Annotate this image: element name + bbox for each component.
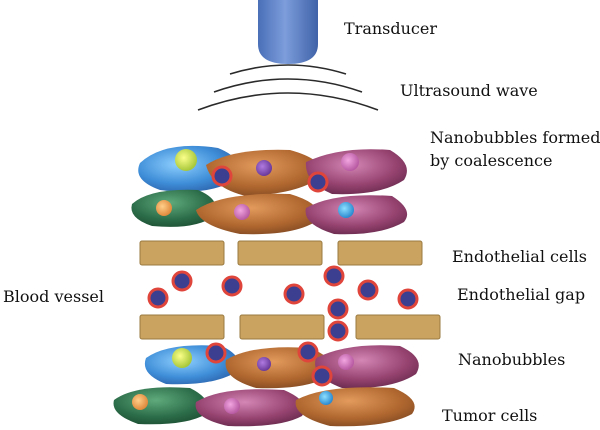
nucleus xyxy=(341,153,359,171)
tumor-cell-orange-mid xyxy=(196,193,319,235)
tumor-nanobubbles xyxy=(205,341,333,387)
nanobubble xyxy=(211,165,233,187)
tumor-cell-green-bottom xyxy=(113,387,208,425)
tumor-cell-purple-mid xyxy=(305,195,408,235)
tumor-cell-purple-bottom xyxy=(195,389,305,427)
label-blood-vessel: Blood vessel xyxy=(3,287,104,306)
nanobubble xyxy=(327,298,349,320)
nucleus xyxy=(224,398,240,414)
nanobubble xyxy=(357,279,379,301)
nucleus xyxy=(175,149,197,171)
transducer-probe xyxy=(258,0,318,64)
nucleus xyxy=(338,354,354,370)
label-nanobubbles: Nanobubbles xyxy=(458,350,566,369)
label-tumor-cells: Tumor cells xyxy=(442,406,538,425)
nucleus xyxy=(319,391,333,405)
label-nanobubbles-formed: Nanobubbles formed by coalescence xyxy=(430,128,600,170)
nanobubble xyxy=(311,365,333,387)
vessel-nanobubbles xyxy=(147,265,419,320)
endothelial-cell xyxy=(139,314,225,340)
nanobubble xyxy=(205,342,227,364)
nanobubble xyxy=(171,270,193,292)
nucleus xyxy=(338,202,354,218)
nucleus xyxy=(256,160,272,176)
tumor-cell-purple-top xyxy=(305,149,407,195)
nucleus xyxy=(234,204,250,220)
nanobubble xyxy=(147,287,169,309)
label-transducer: Transducer xyxy=(344,19,437,38)
nanobubble xyxy=(397,288,419,310)
nanobubble xyxy=(307,171,329,193)
nanobubble xyxy=(297,341,319,363)
coalesced-nanobubbles xyxy=(211,165,329,193)
endothelial-cell xyxy=(337,240,423,266)
label-endothelial-cells: Endothelial cells xyxy=(452,247,587,266)
endothelial-cell xyxy=(139,240,225,266)
nanobubble xyxy=(283,283,305,305)
endothelial-cell xyxy=(355,314,441,340)
nucleus xyxy=(156,200,172,216)
lower-tumor-cells xyxy=(113,345,419,427)
endothelial-cell xyxy=(237,240,323,266)
nanobubble xyxy=(221,275,243,297)
ultrasound-wave-arcs xyxy=(197,64,379,111)
tumor-cell-green-mid xyxy=(131,189,216,227)
label-ultrasound-wave: Ultrasound wave xyxy=(400,81,538,100)
endothelial-cell xyxy=(239,314,325,340)
endothelial-cells-bottom xyxy=(139,314,441,340)
nucleus xyxy=(172,348,192,368)
nucleus xyxy=(257,357,271,371)
nucleus xyxy=(132,394,148,410)
nanobubble-in-gap xyxy=(327,320,349,342)
tumor-cell-orange-bottom xyxy=(295,387,415,427)
endothelial-cells-top xyxy=(139,240,423,266)
upper-tumor-cells xyxy=(131,145,408,235)
label-endothelial-gap: Endothelial gap xyxy=(457,285,586,304)
nanobubble xyxy=(323,265,345,287)
